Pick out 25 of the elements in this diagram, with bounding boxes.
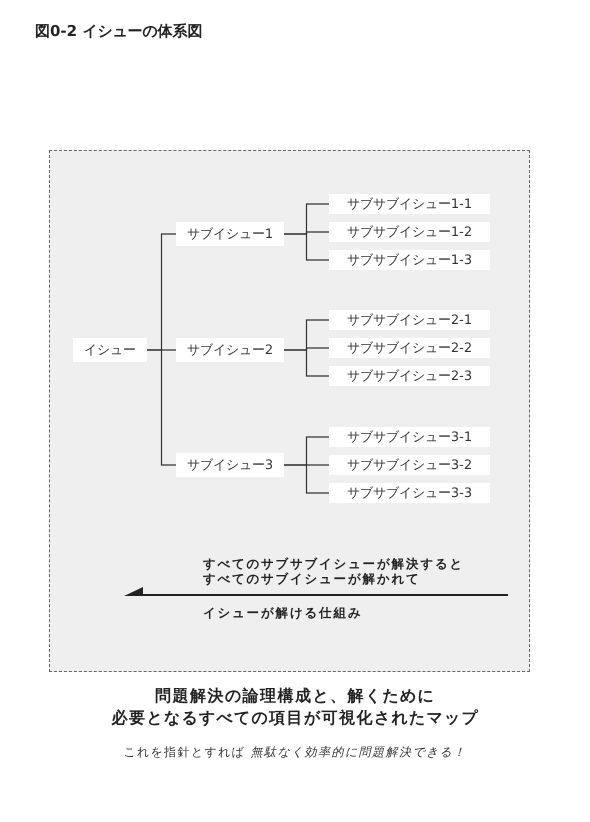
issue-box: サブイシュー3 [176,453,284,477]
note-text: これを指針とすれば 無駄なく効率的に問題解決できる！ [124,744,466,761]
arrow-label: イシューが解ける仕組み [203,605,362,622]
issue-box: サブサブイシュー1-3 [329,250,490,270]
issue-box: サブサブイシュー1-2 [329,222,490,242]
issue-box: サブサブイシュー1-1 [329,194,490,214]
issue-box: サブサブイシュー3-2 [329,455,490,475]
connector-line [284,233,329,261]
connector-line [284,464,329,494]
issue-box: サブサブイシュー3-1 [329,427,490,447]
panel-background [49,150,530,672]
issue-box: サブサブイシュー2-1 [329,310,490,330]
issue-box: サブサブイシュー2-3 [329,366,490,386]
issue-box: サブサブイシュー3-3 [329,483,490,503]
caption-text: 必要となるすべての項目が可視化されたマップ [111,708,479,729]
figure-title: 図0-2 イシューの体系図 [35,22,202,41]
arrow-label: すべてのサブサブイシューが解決すると [203,556,464,572]
connector-line [284,349,329,377]
issue-box: イシュー [73,338,147,362]
caption-text: 問題解決の論理構成と、解くために [155,686,435,707]
issue-box: サブサブイシュー2-2 [329,338,490,358]
issue-box: サブイシュー1 [176,222,284,246]
issue-box: サブイシュー2 [176,338,284,362]
connector-line [147,349,176,466]
arrow-label: すべてのサブイシューが解かれて [203,571,420,588]
